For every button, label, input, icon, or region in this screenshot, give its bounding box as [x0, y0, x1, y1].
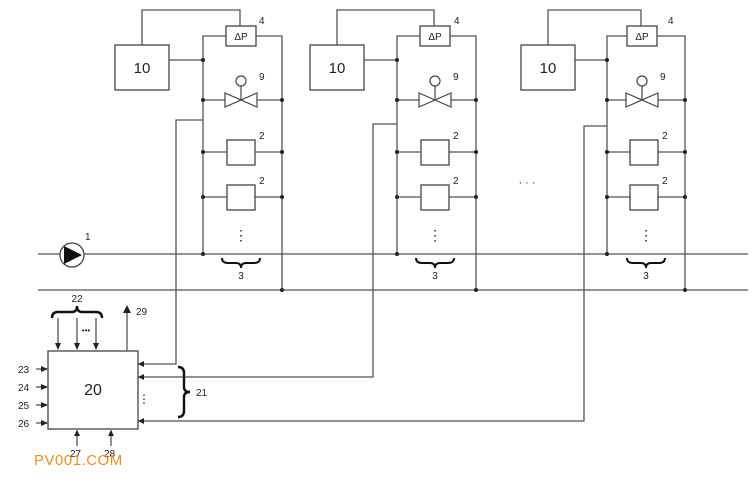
left-input-ref: 26 [18, 419, 30, 430]
consumer-ref: 2 [453, 131, 459, 142]
dp-sensor-ref: 4 [259, 16, 265, 27]
consumer-ref: 2 [259, 176, 265, 187]
consumer-ellipsis: ⋮ [428, 227, 442, 243]
consumer-unit-3: 10 ΔP 4 9 2 2 ⋮ 3 [520, 9, 687, 292]
controller-label: 10 [329, 60, 346, 77]
group-ref: 3 [238, 271, 244, 282]
consumer-ref: 2 [259, 131, 265, 142]
left-input-ref: 25 [18, 401, 30, 412]
output-ref: 29 [136, 307, 148, 318]
left-input-ref: 23 [18, 365, 30, 376]
control-valve-icon [625, 75, 659, 108]
central-controller: 20 ••• 22 29 23 24 25 26 27 28 [18, 294, 208, 460]
controller-label: 10 [134, 60, 151, 77]
dp-sensor-label: ΔP [428, 32, 442, 43]
dp-sensor-ref: 4 [668, 16, 674, 27]
control-valve-icon [418, 75, 452, 108]
dp-sensor-ref: 4 [454, 16, 460, 27]
dp-sensor-label: ΔP [234, 32, 248, 43]
consumer-ref: 2 [662, 131, 668, 142]
watermark: PV001.COM [34, 452, 123, 469]
central-controller-box [47, 350, 139, 430]
top-inputs-ellipsis: ••• [82, 326, 91, 335]
controller-box [114, 44, 170, 91]
top-inputs-ref: 22 [71, 294, 83, 305]
pump-ref-label: 1 [85, 232, 91, 243]
central-controller-label: 20 [84, 382, 102, 399]
consumer-ellipsis: ⋮ [639, 227, 653, 243]
right-inputs-ellipsis: ⋮ [138, 392, 150, 406]
bottom-input-ref: 27 [70, 449, 82, 460]
consumer-unit-2: 10 ΔP 4 9 2 2 ⋮ 3 [309, 9, 478, 292]
valve-ref: 9 [660, 72, 666, 83]
consumer-ref: 2 [662, 176, 668, 187]
valve-ref: 9 [453, 72, 459, 83]
controller-box [309, 44, 365, 91]
valve-ref: 9 [259, 72, 265, 83]
bottom-input-ref: 28 [104, 449, 116, 460]
controller-box [520, 44, 576, 91]
control-valve-icon [224, 75, 258, 108]
more-units-ellipsis: · · · [518, 177, 535, 189]
consumer-ref: 2 [453, 176, 459, 187]
dp-sensor-label: ΔP [635, 32, 649, 43]
consumer-ellipsis: ⋮ [234, 227, 248, 243]
right-inputs-ref: 21 [196, 388, 208, 399]
pump-icon [59, 242, 85, 268]
group-ref: 3 [432, 271, 438, 282]
controller-label: 10 [540, 60, 557, 77]
consumer-unit-1: 10 ΔP 4 9 2 2 ⋮ 3 [114, 9, 284, 292]
group-ref: 3 [643, 271, 649, 282]
left-input-ref: 24 [18, 383, 30, 394]
